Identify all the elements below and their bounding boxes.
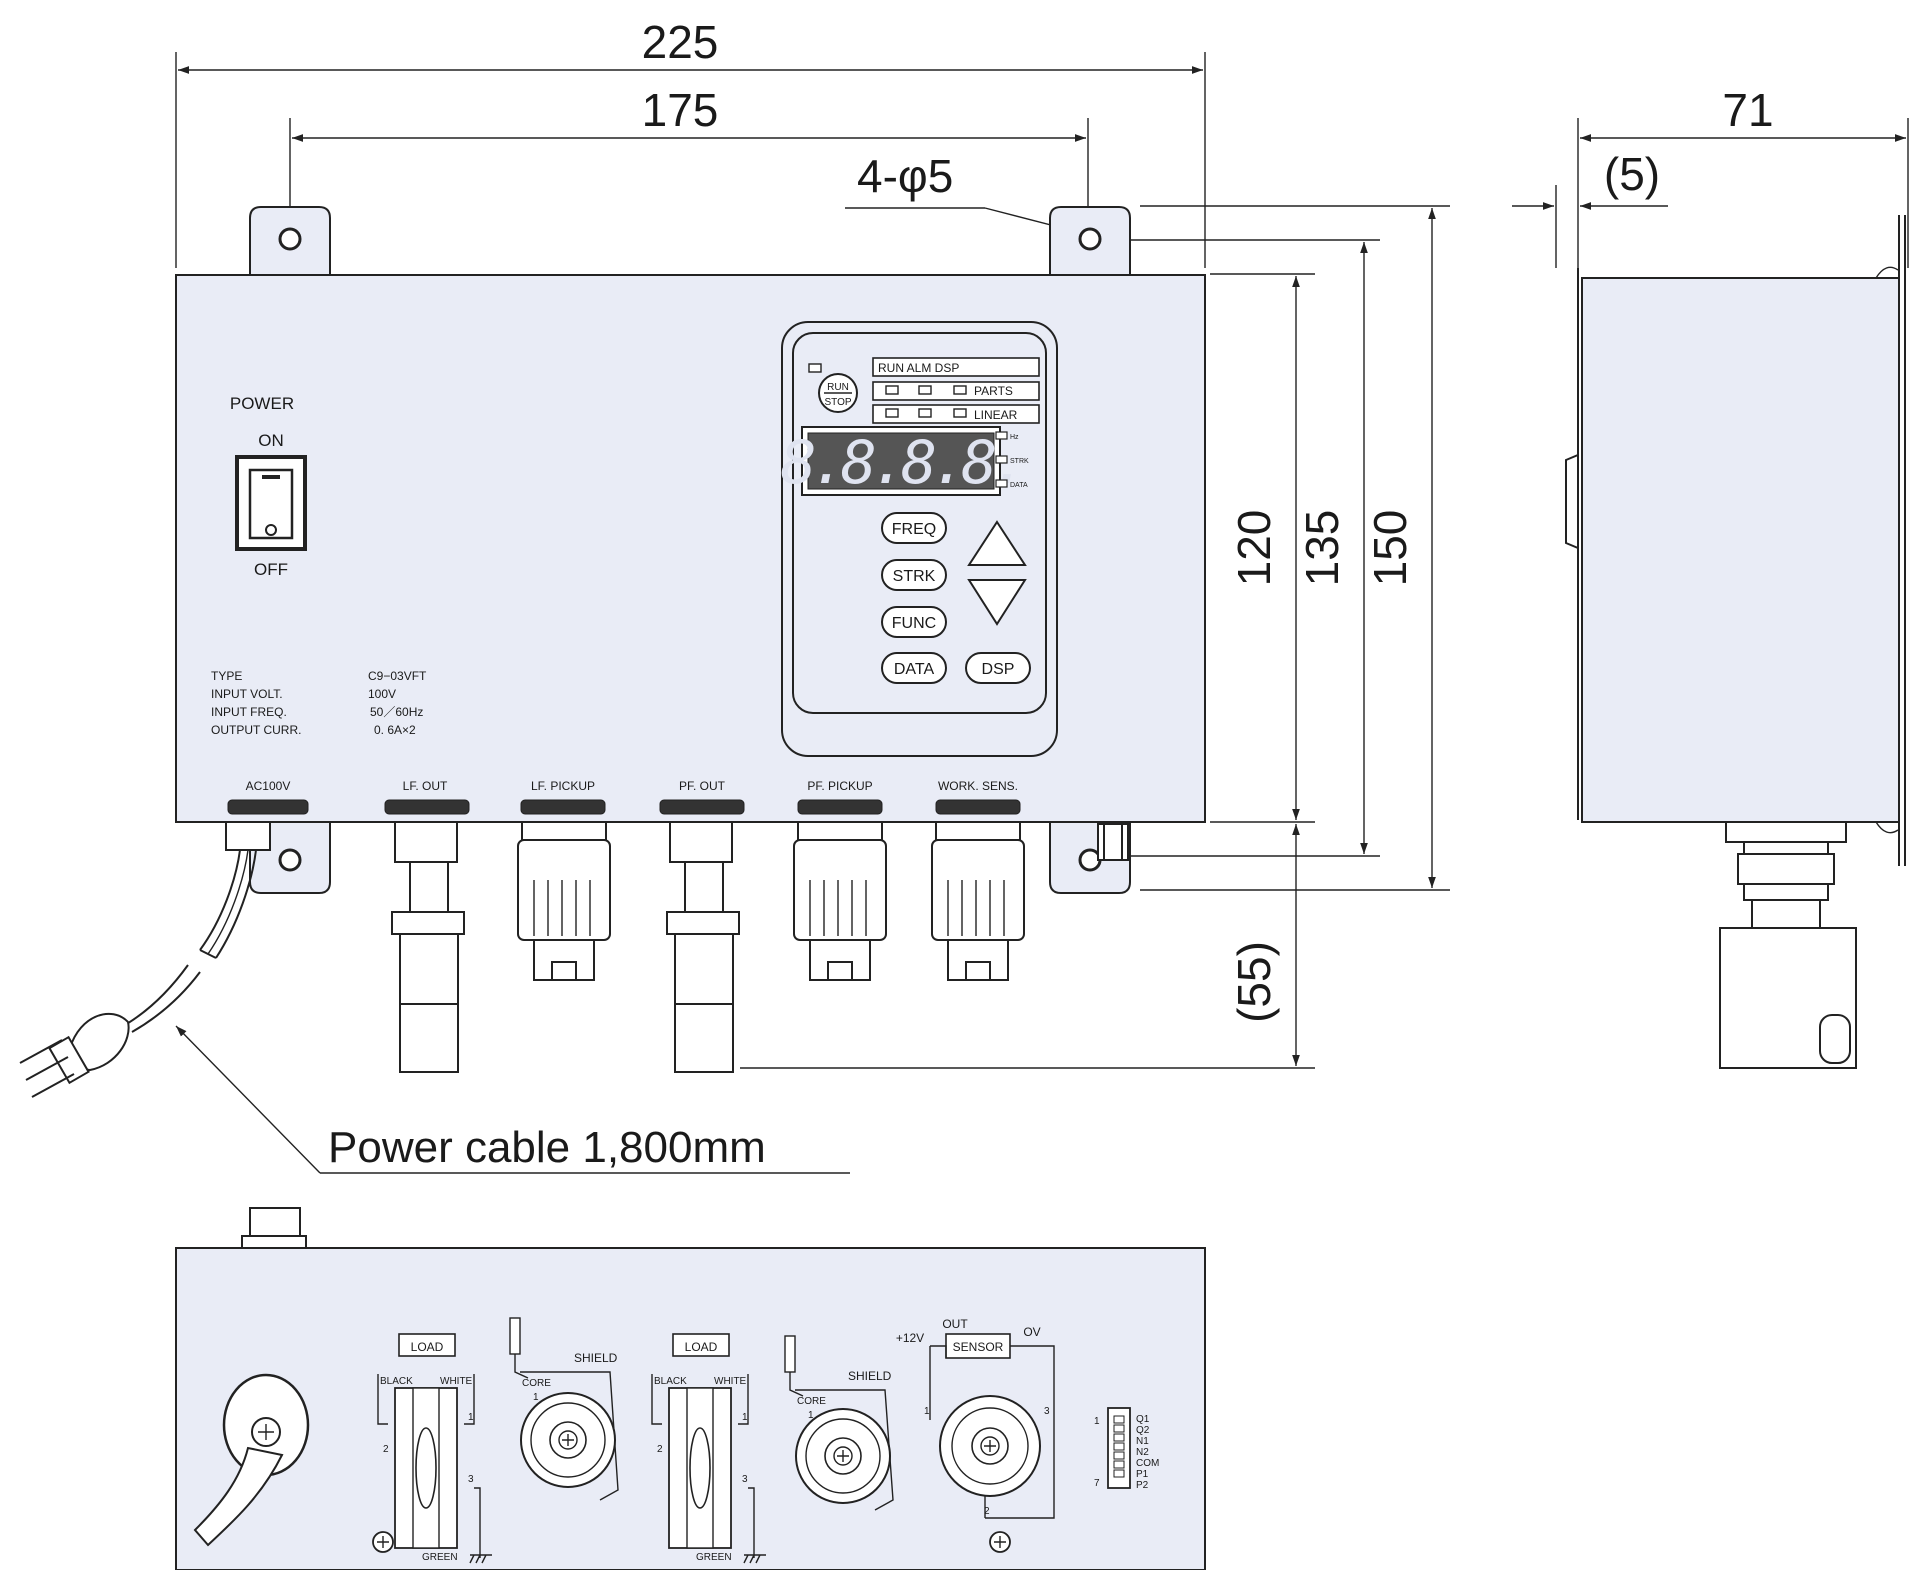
seven-segment-display: 8.8.8.8. xyxy=(781,428,1022,498)
black-label-lf: BLACK xyxy=(380,1376,413,1387)
func-button[interactable] xyxy=(881,606,947,638)
ov-label: OV xyxy=(1023,1325,1040,1339)
pin1-label-pf: 1 xyxy=(742,1412,748,1423)
pin1-label-lf: 1 xyxy=(468,1412,474,1423)
sensor-pin3: 3 xyxy=(1044,1406,1050,1417)
freq-button[interactable] xyxy=(881,512,947,544)
green-label-pf: GREEN xyxy=(696,1552,732,1563)
white-label-lf: WHITE xyxy=(440,1376,473,1387)
spec-volt-value: 100V xyxy=(368,687,396,701)
connector-label-lf-out: LF. OUT xyxy=(403,779,448,793)
unit-data-label: DATA xyxy=(1010,482,1028,489)
dsp-key-label: DSP xyxy=(982,661,1015,678)
load-label-lf: LOAD xyxy=(411,1340,444,1354)
shield-label-pf: SHIELD xyxy=(848,1369,892,1383)
sensor-pin1: 1 xyxy=(924,1406,930,1417)
terminal-n1: N1 xyxy=(1136,1436,1149,1447)
spec-table: TYPE C9−03VFT INPUT VOLT. 100V INPUT FRE… xyxy=(211,669,427,737)
dsp-button[interactable] xyxy=(965,652,1031,684)
white-label-pf: WHITE xyxy=(714,1376,747,1387)
connector-label-work-sens: WORK. SENS. xyxy=(938,779,1018,793)
lf-pickup-plug xyxy=(517,821,611,981)
connector-row: AC100V LF. OUT LF. PICKUP PF. OUT PF. PI… xyxy=(227,779,1021,815)
mount-hole xyxy=(278,227,302,251)
power-cable-label: Power cable 1,800mm xyxy=(328,1123,766,1172)
core-label-pf: CORE xyxy=(797,1396,826,1407)
unit-strk-label: STRK xyxy=(1010,458,1029,465)
side-view xyxy=(1565,215,1906,1069)
out-label: OUT xyxy=(942,1317,968,1331)
terminal-q2: Q2 xyxy=(1136,1425,1150,1436)
freq-key-label: FREQ xyxy=(892,521,936,538)
spec-type-label: TYPE xyxy=(211,669,242,683)
dim-height-120: 120 xyxy=(1228,510,1280,587)
up-arrow-button[interactable] xyxy=(967,520,1027,566)
mount-hole xyxy=(1078,227,1102,251)
func-key-label: FUNC xyxy=(892,615,936,632)
linear-label: LINEAR xyxy=(974,408,1018,422)
connector-label-ac100v: AC100V xyxy=(246,779,291,793)
down-arrow-button[interactable] xyxy=(967,579,1027,626)
strk-key-label: STRK xyxy=(893,568,936,585)
load-label-pf: LOAD xyxy=(685,1340,718,1354)
status-header: RUN ALM DSP xyxy=(878,361,959,375)
sensor-pin2: 2 xyxy=(984,1506,990,1517)
power-label: POWER xyxy=(230,394,294,413)
bottom-view xyxy=(175,1207,1206,1570)
spec-curr-value: 0. 6A×2 xyxy=(374,723,416,737)
green-label-lf: GREEN xyxy=(422,1552,458,1563)
run-label: RUN xyxy=(827,382,849,393)
data-button[interactable] xyxy=(881,652,947,684)
terminal-p2: P2 xyxy=(1136,1480,1149,1491)
terminal-n2: N2 xyxy=(1136,1447,1149,1458)
dim-offset: (5) xyxy=(1604,148,1660,200)
spec-curr-label: OUTPUT CURR. xyxy=(211,723,301,737)
data-key-label: DATA xyxy=(894,661,935,678)
core-label-lf: CORE xyxy=(522,1378,551,1389)
pf-pickup-plug xyxy=(793,821,887,981)
work-sens-plug xyxy=(931,821,1025,981)
off-label: OFF xyxy=(254,560,288,579)
dim-depth: 71 xyxy=(1722,84,1773,136)
plus12v-label: +12V xyxy=(896,1331,924,1345)
pin2-label-lf: 2 xyxy=(383,1444,389,1455)
connector-label-pf-out: PF. OUT xyxy=(679,779,726,793)
dim-width-total: 225 xyxy=(642,16,719,68)
terminal-pin7: 7 xyxy=(1094,1478,1100,1489)
parts-label: PARTS xyxy=(974,384,1013,398)
on-label: ON xyxy=(258,431,284,450)
control-panel: RUN STOP 8.8.8.8. xyxy=(781,321,1058,757)
terminal-pin1: 1 xyxy=(1094,1416,1100,1427)
black-label-pf: BLACK xyxy=(654,1376,687,1387)
cables xyxy=(19,821,1025,1098)
shield-label-lf: SHIELD xyxy=(574,1351,618,1365)
spec-freq-label: INPUT FREQ. xyxy=(211,705,287,719)
stop-label: STOP xyxy=(824,397,851,408)
unit-hz-label: Hz xyxy=(1010,434,1019,441)
pin2-label-pf: 2 xyxy=(657,1444,663,1455)
connector-label-lf-pickup: LF. PICKUP xyxy=(531,779,595,793)
dim-holes: 4-φ5 xyxy=(857,150,953,202)
connector-label-pf-pickup: PF. PICKUP xyxy=(807,779,872,793)
strk-button[interactable] xyxy=(881,559,947,591)
dim-height-55: (55) xyxy=(1228,941,1280,1023)
dim-width-holes: 175 xyxy=(642,84,719,136)
spec-volt-label: INPUT VOLT. xyxy=(211,687,283,701)
spec-type-value: C9−03VFT xyxy=(368,669,427,683)
pin3-label-pf: 3 xyxy=(742,1474,748,1485)
dim-height-150: 150 xyxy=(1364,510,1416,587)
terminal-com: COM xyxy=(1136,1458,1159,1469)
pin1-core-pf: 1 xyxy=(808,1410,814,1421)
dimension-lines xyxy=(175,52,1909,1069)
pin3-label-lf: 3 xyxy=(468,1474,474,1485)
terminal-p1: P1 xyxy=(1136,1469,1149,1480)
sensor-label: SENSOR xyxy=(953,1340,1004,1354)
spec-freq-value: 50／60Hz xyxy=(370,705,423,719)
terminal-q1: Q1 xyxy=(1136,1414,1150,1425)
pin1-core-lf: 1 xyxy=(533,1392,539,1403)
dim-height-135: 135 xyxy=(1296,510,1348,587)
power-cable-callout xyxy=(175,1025,850,1174)
mount-hole xyxy=(278,848,302,872)
